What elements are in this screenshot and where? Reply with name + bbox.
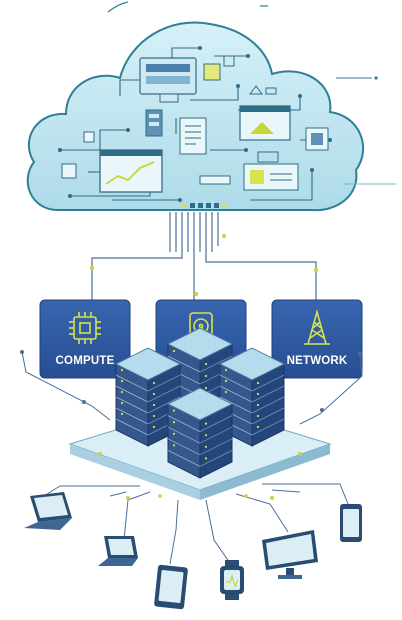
service-box-label: COMPUTE xyxy=(56,355,115,367)
document-widget xyxy=(179,117,207,155)
monitor-icon xyxy=(262,530,318,579)
side-connectors xyxy=(21,351,363,425)
laptop-icon xyxy=(98,536,138,566)
devices xyxy=(24,492,362,610)
connection-ports xyxy=(181,203,227,209)
smartwatch-icon xyxy=(220,560,244,600)
server-tower-front xyxy=(166,387,234,479)
hardware-widget xyxy=(243,151,299,191)
transmission-tower-icon xyxy=(304,309,330,345)
service-box-label: NETWORK xyxy=(287,355,348,367)
window-widget xyxy=(239,105,291,141)
laptop-icon xyxy=(24,492,72,530)
server-cluster xyxy=(114,327,286,479)
cloud-cables xyxy=(91,212,317,300)
chart-monitor-widget xyxy=(99,149,163,193)
smartphone-icon xyxy=(340,504,362,542)
cloud-shape xyxy=(26,21,365,212)
chip-widget xyxy=(203,63,221,81)
service-box-compute: COMPUTE xyxy=(39,299,131,379)
server-widget xyxy=(139,57,197,103)
cpu-chip-icon xyxy=(69,312,101,344)
cloud xyxy=(26,1,396,212)
tablet-icon xyxy=(154,564,188,610)
service-box-network: NETWORK xyxy=(271,299,363,379)
